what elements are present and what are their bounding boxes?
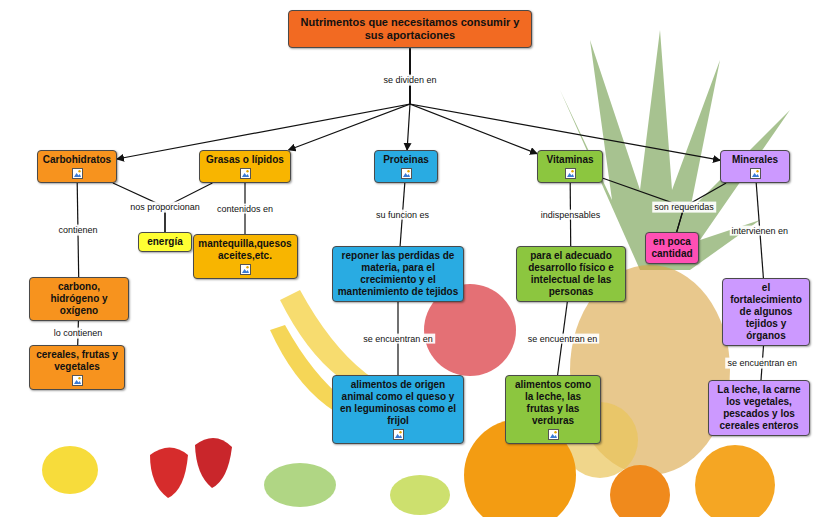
concept-box: energía [138, 232, 192, 252]
connector [117, 48, 410, 159]
concept-box: Minerales [720, 150, 790, 183]
connector [410, 48, 720, 160]
link-phrase: son requeridas [652, 202, 716, 213]
concept-text: en poca cantidad [650, 236, 694, 260]
concept-box: alimentos como la leche, las frutas y la… [505, 375, 601, 444]
concept-box: Carbohidratos [37, 150, 117, 183]
image-icon [240, 168, 251, 179]
image-icon [401, 168, 412, 179]
orange [610, 465, 670, 517]
grapes [264, 463, 336, 507]
concept-box: para el adecuado desarrollo físico e int… [516, 246, 626, 302]
concept-text: alimentos de origen animal como el queso… [337, 379, 459, 427]
image-icon [393, 429, 404, 440]
lemon [42, 446, 98, 494]
concept-text: carbono, hidrógeno y oxígeno [34, 281, 124, 317]
link-phrase: se encuentran en [726, 358, 800, 369]
link-phrase: intervienen en [730, 225, 791, 236]
link-phrase: su funcion es [374, 209, 431, 220]
strawberry [150, 448, 188, 499]
concept-box: alimentos de origen animal como el queso… [332, 375, 464, 444]
concept-text: Grasas o lípidos [204, 154, 286, 166]
concept-box: cereales, frutas y vegetales [29, 345, 125, 390]
connector [289, 48, 410, 150]
concept-text: el fortalecimiento de algunos tejidos y … [727, 282, 805, 342]
link-phrase: nos proporcionan [128, 202, 202, 213]
image-icon [72, 375, 83, 386]
concept-box: en poca cantidad [645, 232, 699, 264]
concept-box: el fortalecimiento de algunos tejidos y … [722, 278, 810, 346]
strawberry [195, 438, 232, 488]
title-box: Nutrimentos que necesitamos consumir y s… [288, 10, 532, 48]
concept-text: Proteinas [379, 154, 433, 166]
concept-box: Proteinas [374, 150, 438, 183]
link-phrase: contenidos en [215, 203, 275, 214]
orange [695, 445, 775, 517]
image-icon [750, 168, 761, 179]
concept-text: reponer las perdidas de materia, para el… [337, 250, 459, 298]
concept-text: Minerales [725, 154, 785, 166]
concept-text: cereales, frutas y vegetales [34, 349, 120, 373]
concept-text: La leche, la carne los vegetales, pescad… [713, 384, 805, 432]
link-phrase: lo contienen [52, 328, 105, 339]
link-phrase: se encuentran en [526, 333, 600, 344]
image-icon [548, 429, 559, 440]
link-phrase: se dividen en [381, 75, 438, 86]
concept-text: energía [143, 236, 187, 248]
concept-text: mantequilla,quesos aceites,etc. [198, 238, 293, 262]
lime [390, 475, 450, 515]
image-icon [240, 264, 251, 275]
image-icon [565, 168, 576, 179]
concept-text: Nutrimentos que necesitamos consumir y s… [297, 16, 523, 42]
concept-box: Vitaminas [537, 150, 603, 183]
concept-box: La leche, la carne los vegetales, pescad… [708, 380, 810, 436]
concept-text: alimentos como la leche, las frutas y la… [510, 379, 596, 427]
connector [410, 48, 537, 153]
concept-box: reponer las perdidas de materia, para el… [332, 246, 464, 302]
link-phrase: indispensables [539, 209, 603, 220]
concept-box: mantequilla,quesos aceites,etc. [193, 234, 298, 279]
concept-text: Vitaminas [542, 154, 598, 166]
link-phrase: se encuentran en [361, 333, 435, 344]
concept-box: Grasas o lípidos [199, 150, 291, 183]
concept-box: carbono, hidrógeno y oxígeno [29, 277, 129, 321]
concept-text: Carbohidratos [42, 154, 112, 166]
image-icon [72, 168, 83, 179]
link-phrase: contienen [56, 225, 99, 236]
concept-text: para el adecuado desarrollo físico e int… [521, 250, 621, 298]
